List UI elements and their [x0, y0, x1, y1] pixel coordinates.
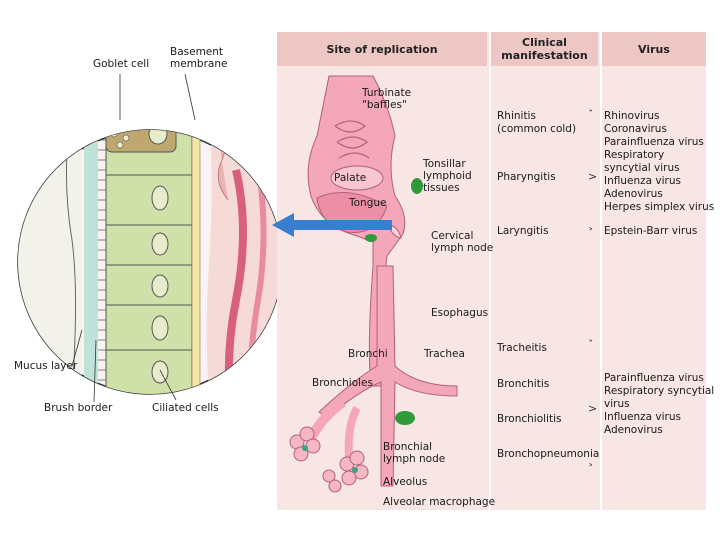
- trachea-label: Trachea: [424, 348, 465, 360]
- header-clinical: Clinical manifestation: [491, 32, 598, 66]
- clinical-bronchopneumonia: Bronchopneumonia: [497, 448, 600, 460]
- brace-mid-lower: >: [588, 402, 598, 415]
- cervical-node-label: Cervical lymph node: [431, 230, 494, 254]
- bronchioles-label: Bronchioles: [312, 377, 373, 389]
- brace-bottom-lower: ˃: [588, 462, 594, 475]
- virus-ebv: Epstein-Barr virus: [604, 225, 698, 237]
- turbinate-label: Turbinate "baffles": [362, 87, 412, 111]
- clinical-pharyngitis: Pharyngitis: [497, 171, 556, 183]
- brush-border-label: Brush border: [44, 402, 113, 414]
- bronchi-label: Bronchi: [348, 348, 388, 360]
- header-site: Site of replication: [277, 32, 487, 66]
- header-virus: Virus: [602, 32, 706, 66]
- ciliated-cells-label: Ciliated cells: [152, 402, 219, 414]
- clinical-tracheitis: Tracheitis: [497, 342, 547, 354]
- epithelium-inset: [17, 129, 283, 395]
- divider-2: [600, 32, 602, 510]
- palate-label: Palate: [334, 172, 367, 184]
- clinical-rhinitis: Rhinitis (common cold): [497, 110, 577, 135]
- tonsillar-label: Tonsillar lymphoid tissues: [423, 158, 472, 194]
- arrow-to-inset: [272, 213, 392, 237]
- basement-membrane-label: Basement membrane: [170, 46, 228, 70]
- clinical-bronchiolitis: Bronchiolitis: [497, 413, 562, 425]
- viruses-upper: Rhinovirus Coronavirus Parainfluenza vir…: [604, 110, 715, 213]
- mucus-layer-label: Mucus layer: [14, 360, 78, 372]
- alveolar-macrophage-label: Alveolar macrophage: [383, 496, 496, 508]
- divider-1: [489, 32, 491, 510]
- brace-bottom-upper: ˃: [588, 226, 594, 239]
- viruses-lower: Parainfluenza virus Respiratory syncytia…: [604, 372, 715, 436]
- inset-leaders: [71, 73, 196, 403]
- goblet-cell-label: Goblet cell: [93, 58, 150, 70]
- esophagus-label: Esophagus: [431, 307, 489, 319]
- brace-top-lower: ˇ: [588, 338, 594, 351]
- clinical-bronchitis: Bronchitis: [497, 378, 550, 390]
- alveolus-label: Alveolus: [383, 476, 428, 488]
- bronchial-node-label: Bronchial lymph node: [383, 441, 446, 465]
- tongue-label: Tongue: [349, 197, 387, 209]
- clinical-laryngitis: Laryngitis: [497, 225, 549, 237]
- brace-top: ˇ: [588, 108, 594, 121]
- brace-mid-upper: >: [588, 170, 598, 183]
